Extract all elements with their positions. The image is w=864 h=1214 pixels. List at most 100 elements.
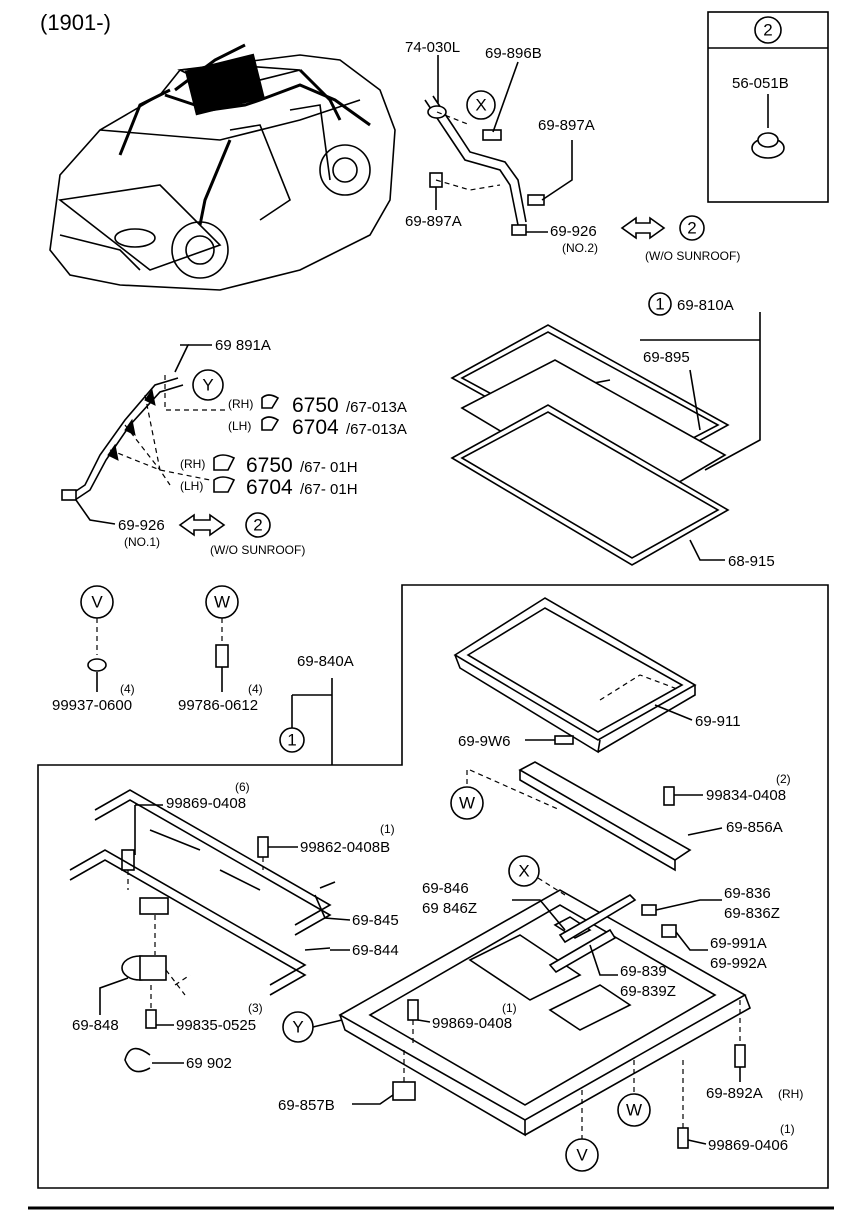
part-69-902: 69 902 [186, 1055, 232, 1072]
part-69-844: 69-844 [352, 942, 399, 959]
callout-y-low: Y [282, 1011, 314, 1043]
part-99834-0408: 99834-0408 [706, 787, 786, 804]
part-99835-0525: 99835-0525 [176, 1017, 256, 1034]
part-69-926-no2: 69-926 [550, 223, 597, 240]
model-range-label: (1901-) [40, 10, 111, 35]
part-69-891A: 69 891A [215, 337, 271, 354]
rear-bracket [469, 761, 692, 872]
part-69-848: 69-848 [72, 1017, 119, 1034]
svg-text:Y: Y [292, 1018, 303, 1037]
part-99786-0612: 99786-0612 [178, 697, 258, 714]
callout-2-mid: 2 [245, 512, 271, 538]
hose-clip-icon-4 [213, 476, 236, 493]
inset-callout-2: 2 [754, 16, 782, 44]
part-69-9W6: 69-9W6 [458, 733, 511, 750]
part-69-840A: 69-840A [297, 653, 354, 670]
code-6750-b: 6750 [246, 454, 293, 477]
svg-text:2: 2 [687, 219, 696, 238]
part-69-897A-left: 69-897A [405, 213, 462, 230]
inset-box: 2 56-051B [707, 11, 829, 203]
part-69-892A: 69-892A [706, 1085, 763, 1102]
part-69-895: 69-895 [643, 349, 690, 366]
hose-clip-icon-3 [213, 454, 236, 471]
rh-label-3: (RH) [778, 1087, 803, 1101]
callout-x-top: X [466, 90, 496, 120]
part-69-897A-right: 69-897A [538, 117, 595, 134]
part-69-896B: 69-896B [485, 45, 542, 62]
part-99869-0406: 99869-0406 [708, 1137, 788, 1154]
callout-1-glass: 1 [648, 292, 672, 316]
suffix-013A-2: /67-013A [346, 421, 407, 438]
svg-text:X: X [518, 862, 529, 881]
part-99862-0408B: 99862-0408B [300, 839, 390, 856]
svg-text:W: W [626, 1101, 642, 1120]
nut-icon [87, 658, 107, 672]
callout-v-bot: V [565, 1138, 599, 1172]
qty-6: (6) [235, 780, 250, 794]
svg-text:V: V [91, 593, 103, 612]
code-6750-a: 6750 [292, 394, 339, 417]
svg-text:Y: Y [202, 376, 213, 395]
qty-0406: (1) [780, 1122, 795, 1136]
part-69-991A: 69-991A [710, 935, 767, 952]
qty-99862: (1) [380, 822, 395, 836]
part-69-839Z: 69-839Z [620, 983, 676, 1000]
part-69-846Z: 69 846Z [422, 900, 477, 917]
deflector-arm [548, 928, 617, 974]
part-74-030L: 74-030L [405, 39, 460, 56]
callout-w-mid: W [205, 585, 239, 619]
svg-text:W: W [214, 593, 230, 612]
note-no2: (NO.2) [562, 241, 598, 255]
svg-text:1: 1 [287, 731, 296, 750]
callout-w-low: W [450, 786, 484, 820]
part-69-845: 69-845 [352, 912, 399, 929]
svg-text:X: X [475, 96, 486, 115]
svg-text:W: W [459, 794, 475, 813]
part-69-857B: 69-857B [278, 1097, 335, 1114]
sunroof-motor [121, 915, 191, 996]
svg-text:V: V [576, 1146, 588, 1165]
hose-clip-icon-1 [261, 394, 280, 409]
hose-clip-69-902 [124, 1047, 151, 1073]
drain-hose-front [424, 95, 545, 236]
svg-text:2: 2 [253, 516, 262, 535]
part-69-911: 69-911 [695, 713, 741, 730]
part-56-051B: 56-051B [732, 75, 789, 92]
qty-99834: (2) [776, 772, 791, 786]
rh-label-2: (RH) [180, 457, 205, 471]
code-6704-a: 6704 [292, 416, 339, 439]
note-wo-sunroof-top: (W/O SUNROOF) [645, 249, 740, 263]
bolt-icon [215, 644, 229, 668]
part-99869-0408-6: 99869-0408 [166, 795, 246, 812]
svg-text:2: 2 [763, 21, 772, 40]
part-69-992A: 69-992A [710, 955, 767, 972]
qty-99869-1: (1) [502, 1001, 517, 1015]
lh-label-2: (LH) [180, 479, 203, 493]
drain-valve [392, 1081, 416, 1101]
lh-label-1: (LH) [228, 419, 251, 433]
vehicle-illustration [49, 43, 396, 291]
code-6704-b: 6704 [246, 476, 293, 499]
part-69-836: 69-836 [724, 885, 771, 902]
callout-x-low: X [508, 855, 540, 887]
part-99869-0408-1: 99869-0408 [432, 1015, 512, 1032]
part-69-856A: 69-856A [726, 819, 783, 836]
screw-icon [554, 735, 574, 745]
note-no1: (NO.1) [124, 535, 160, 549]
deflector-link [558, 894, 637, 944]
assembly-boundary [37, 584, 829, 1189]
guide-rail-lower [69, 849, 331, 996]
double-arrow-top [620, 216, 666, 240]
part-69-810A: 69-810A [677, 297, 734, 314]
hose-clip-icon-2 [261, 416, 280, 431]
suffix-01H-2: /67- 01H [300, 481, 358, 498]
part-69-926-no1: 69-926 [118, 517, 165, 534]
drain-hose-rear [61, 344, 225, 501]
callout-1-frame: 1 [279, 727, 305, 753]
callout-y-mid: Y [192, 369, 224, 401]
qty-v: (4) [120, 682, 135, 696]
part-68-915: 68-915 [728, 553, 775, 570]
callout-w-bot: W [617, 1093, 651, 1127]
svg-text:1: 1 [655, 295, 664, 314]
